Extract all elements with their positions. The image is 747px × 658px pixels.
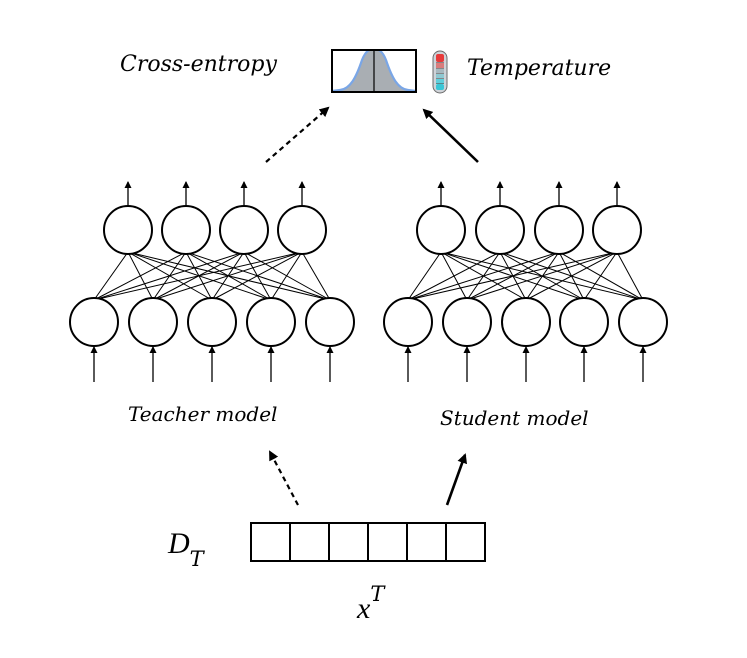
student-hidden-neuron bbox=[416, 205, 466, 255]
teacher-edge bbox=[93, 251, 187, 301]
dataset-subscript: T bbox=[189, 547, 204, 571]
cross-entropy-label: Cross-entropy bbox=[120, 52, 277, 77]
input-vector-cell bbox=[406, 522, 447, 562]
thermometer-icon bbox=[432, 50, 448, 94]
student-edge bbox=[525, 251, 618, 301]
student-edge bbox=[616, 251, 644, 301]
teacher-input-neuron bbox=[246, 297, 296, 347]
temperature-label: Temperature bbox=[467, 56, 612, 81]
teacher-input-neuron bbox=[187, 297, 237, 347]
student-network bbox=[383, 181, 668, 382]
teacher-input-neuron bbox=[128, 297, 178, 347]
input-vector-cell bbox=[445, 522, 486, 562]
student-hidden-neuron bbox=[534, 205, 584, 255]
input-to-teacher-arrow bbox=[269, 450, 299, 506]
input-vector-cell bbox=[250, 522, 291, 562]
input-vector-cell bbox=[328, 522, 369, 562]
softmax-distribution-box bbox=[331, 49, 417, 93]
teacher-to-distribution-arrow bbox=[265, 106, 330, 163]
teacher-edge bbox=[152, 251, 303, 301]
student-edge bbox=[407, 251, 501, 301]
teacher-input-neuron bbox=[305, 297, 355, 347]
student-input-neuron bbox=[618, 297, 668, 347]
student-hidden-neuron bbox=[592, 205, 642, 255]
student-edge bbox=[407, 251, 560, 301]
student-input-neuron bbox=[383, 297, 433, 347]
input-vector bbox=[250, 522, 486, 562]
student-input-neuron bbox=[442, 297, 492, 347]
teacher-edge bbox=[211, 251, 303, 301]
teacher-edge bbox=[301, 251, 331, 301]
dataset-label: DT bbox=[168, 526, 204, 571]
student-to-distribution-arrow bbox=[422, 108, 479, 163]
teacher-model-label: Teacher model bbox=[128, 402, 278, 426]
student-edge bbox=[407, 251, 618, 301]
teacher-hidden-neuron bbox=[103, 205, 153, 255]
student-edge bbox=[466, 251, 618, 301]
input-symbol: x bbox=[357, 592, 371, 625]
input-vector-cell bbox=[289, 522, 330, 562]
teacher-network bbox=[69, 181, 355, 382]
teacher-edge bbox=[93, 251, 245, 301]
teacher-input-neuron bbox=[69, 297, 119, 347]
student-input-neuron bbox=[501, 297, 551, 347]
input-to-student-arrow bbox=[445, 453, 467, 506]
teacher-edge bbox=[270, 251, 303, 301]
distribution-frame bbox=[331, 49, 417, 93]
student-hidden-neuron bbox=[475, 205, 525, 255]
student-model-label: Student model bbox=[440, 406, 589, 430]
teacher-hidden-neuron bbox=[161, 205, 211, 255]
student-edge bbox=[407, 251, 442, 301]
input-vector-cell bbox=[367, 522, 408, 562]
teacher-edge bbox=[93, 251, 303, 301]
distribution-curve bbox=[332, 50, 416, 92]
input-label: xT bbox=[357, 582, 384, 626]
teacher-hidden-neuron bbox=[277, 205, 327, 255]
dataset-symbol: D bbox=[168, 527, 190, 560]
teacher-edge bbox=[93, 251, 129, 301]
teacher-hidden-neuron bbox=[219, 205, 269, 255]
input-superscript: T bbox=[370, 582, 385, 606]
student-edge bbox=[583, 251, 618, 301]
student-input-neuron bbox=[559, 297, 609, 347]
